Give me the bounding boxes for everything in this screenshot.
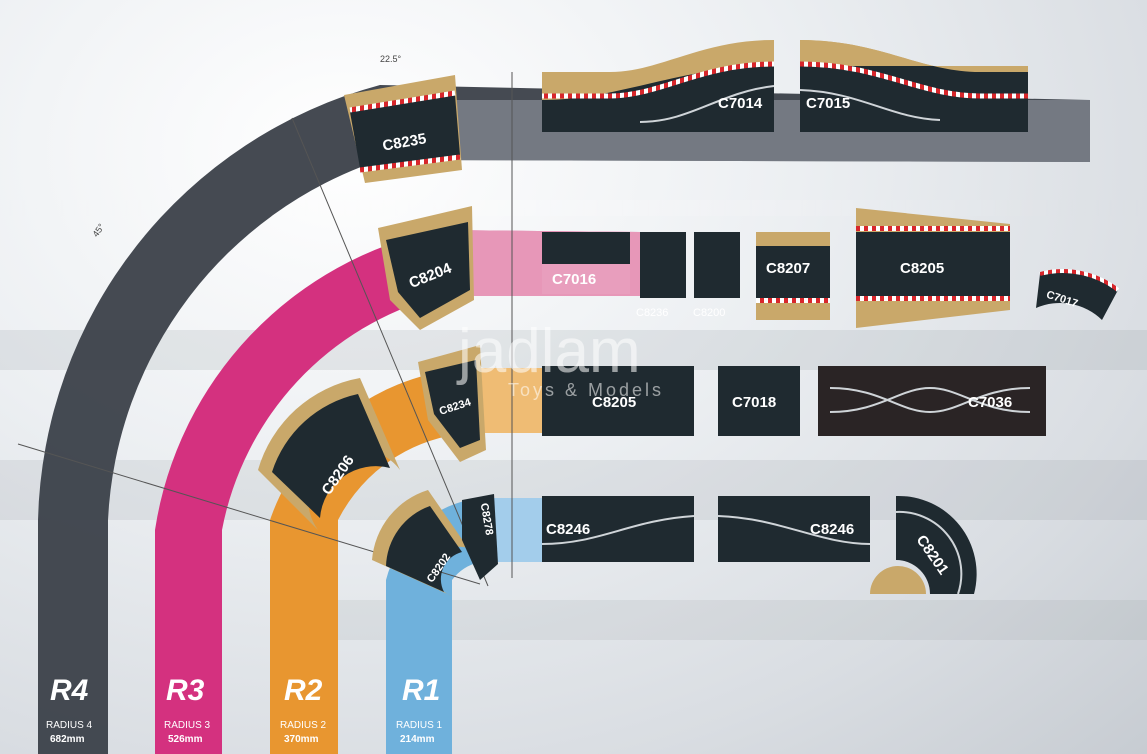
radius-r1-code: R1 bbox=[402, 674, 440, 707]
radius-r2-code: R2 bbox=[284, 674, 323, 707]
radius-r2-name: RADIUS 2 bbox=[280, 720, 327, 731]
track-c7014: C7014 bbox=[542, 40, 775, 132]
radius-r1-name: RADIUS 1 bbox=[396, 720, 443, 731]
label-c8207: C8207 bbox=[766, 260, 810, 277]
watermark-brand: jadlam bbox=[456, 317, 641, 386]
track-c8205-row2: C8205 bbox=[856, 208, 1010, 328]
radius-r4-code: R4 bbox=[50, 674, 89, 707]
label-c8200: C8200 bbox=[693, 307, 725, 319]
track-c8278: C8278 bbox=[462, 494, 498, 580]
label-c8278: C8278 bbox=[478, 502, 495, 536]
track-c7036: C7036 bbox=[818, 366, 1046, 436]
radius-r3-size: 526mm bbox=[168, 734, 203, 745]
radius-r4-name: RADIUS 4 bbox=[46, 720, 93, 731]
track-c7016: C7016 bbox=[542, 232, 630, 294]
label-c8205-row2: C8205 bbox=[900, 260, 944, 277]
radius-r4-size: 682mm bbox=[50, 734, 85, 745]
track-c7015: C7015 bbox=[799, 40, 1028, 132]
track-c8246-a: C8246 bbox=[541, 496, 695, 562]
label-c8246-b: C8246 bbox=[810, 521, 854, 538]
label-c7015: C7015 bbox=[806, 95, 850, 112]
watermark-sub: Toys & Models bbox=[508, 380, 664, 400]
radius-r3-name: RADIUS 3 bbox=[164, 720, 211, 731]
angle-label-22-5: 22.5° bbox=[380, 54, 402, 64]
label-c7016: C7016 bbox=[552, 271, 596, 288]
track-c8207: C8207 bbox=[756, 232, 830, 320]
band-r3 bbox=[155, 230, 640, 754]
track-c8236: C8236 bbox=[636, 232, 686, 319]
track-c8234: C8234 bbox=[418, 345, 486, 462]
track-c8204: C8204 bbox=[378, 206, 474, 330]
track-c8205-row3: C8205 bbox=[542, 366, 694, 436]
watermark-logo: jadlam Toys & Models bbox=[456, 317, 664, 400]
track-c8235: C8235 bbox=[344, 75, 462, 183]
label-c7036: C7036 bbox=[968, 394, 1012, 411]
radius-r2-size: 370mm bbox=[284, 734, 319, 745]
angle-label-45: 45° bbox=[90, 222, 106, 239]
track-c8246-b: C8246 bbox=[717, 496, 871, 562]
radius-r1-size: 214mm bbox=[400, 734, 435, 745]
label-c7018: C7018 bbox=[732, 394, 776, 411]
radius-labels: R4 RADIUS 4 682mm R3 RADIUS 3 526mm R2 R… bbox=[46, 674, 443, 745]
label-c7014: C7014 bbox=[718, 95, 763, 112]
label-c8236: C8236 bbox=[636, 307, 668, 319]
radius-r3-code: R3 bbox=[166, 674, 205, 707]
track-c8201: C8201 bbox=[870, 495, 977, 595]
label-c8205-row3: C8205 bbox=[592, 394, 636, 411]
track-c7018: C7018 bbox=[718, 366, 800, 436]
track-c7017: C7017 bbox=[1036, 269, 1120, 320]
track-c8200: C8200 bbox=[693, 232, 740, 319]
label-c8246-a: C8246 bbox=[546, 521, 590, 538]
